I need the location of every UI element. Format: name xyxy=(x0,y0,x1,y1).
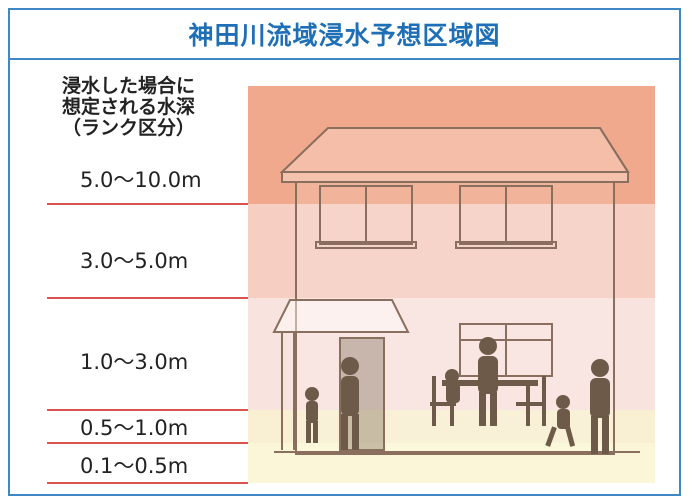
diagram-title: 神田川流域浸水予想区域図 xyxy=(188,21,501,50)
legend-heading-line3: （ランク区分） xyxy=(62,117,196,139)
legend-heading: 浸水した場合に 想定される水深 （ランク区分） xyxy=(62,76,195,139)
diagram-frame: 神田川流域浸水予想区域図 浸水した場合に 想定される水深 （ランク区分） 5.0… xyxy=(8,8,681,496)
flood-depth-diagram xyxy=(47,86,655,484)
rank-label-05-1m: 0.5〜1.0m xyxy=(80,416,189,440)
band-3-5m xyxy=(248,204,655,298)
house-illustration xyxy=(272,127,640,455)
rank-label-3-5m: 3.0〜5.0m xyxy=(80,249,189,273)
band-01-05m xyxy=(248,443,655,483)
rank-label-5-10m: 5.0〜10.0m xyxy=(80,168,202,192)
rank-label-1-3m: 1.0〜3.0m xyxy=(80,350,189,374)
rank-label-01-05m: 0.1〜0.5m xyxy=(80,454,189,478)
legend-heading-line1: 浸水した場合に xyxy=(62,75,196,97)
band-5-10m xyxy=(248,86,655,204)
title-bar: 神田川流域浸水予想区域図 xyxy=(10,10,679,60)
legend-heading-line2: 想定される水深 xyxy=(62,96,196,118)
family-silhouettes xyxy=(305,337,610,454)
